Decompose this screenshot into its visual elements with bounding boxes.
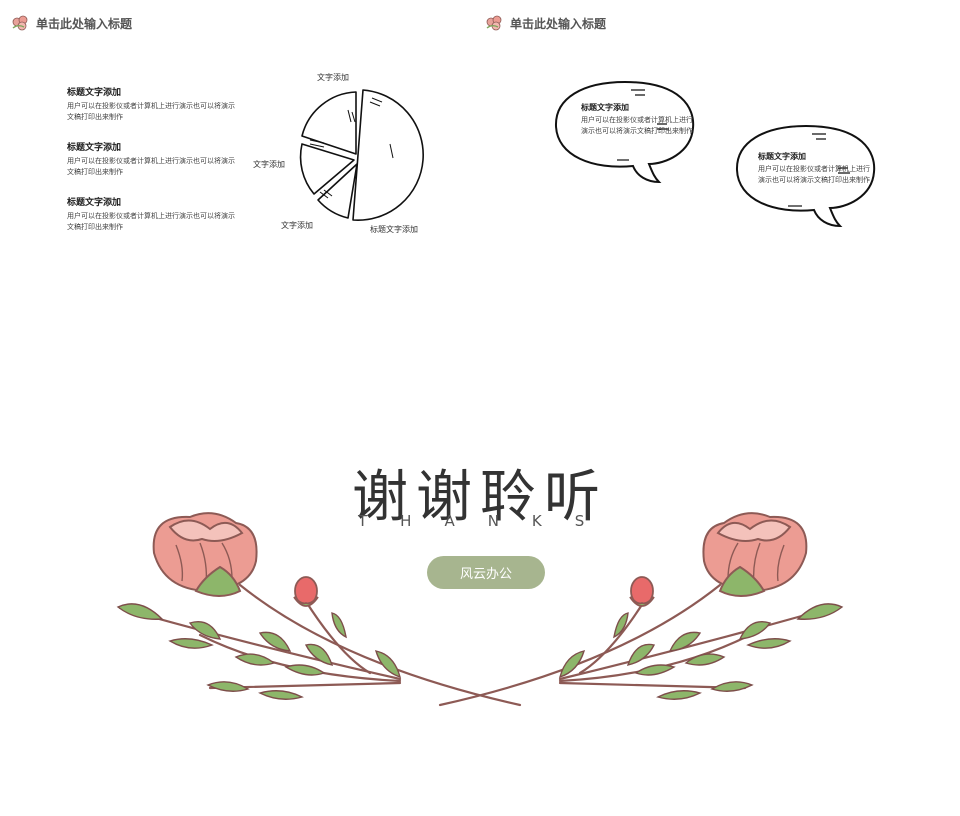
right-flower	[702, 512, 808, 597]
pie-label-top: 文字添加	[317, 73, 349, 82]
text-block-body: 用户可以在投影仪或者计算机上进行演示也可以将演示文稿打印出来制作	[67, 157, 235, 176]
pie-label-left: 文字添加	[253, 160, 285, 169]
text-block-title: 标题文字添加	[67, 88, 122, 98]
slide-header-right: 单击此处输入标题	[484, 14, 606, 32]
speech-bubble-2	[735, 124, 876, 228]
bubble-body: 用户可以在投影仪或者计算机上进行演示也可以将演示文稿打印出来制作	[758, 165, 870, 184]
text-block-body: 用户可以在投影仪或者计算机上进行演示也可以将演示文稿打印出来制作	[67, 212, 235, 231]
left-bud	[293, 576, 319, 607]
pie-slice-top	[301, 91, 357, 155]
text-block-title: 标题文字添加	[67, 198, 122, 208]
bubble-text-2: 标题文字添加 用户可以在投影仪或者计算机上进行演示也可以将演示文稿打印出来制作	[758, 151, 873, 186]
left-flower	[152, 512, 258, 597]
bubble-title: 标题文字添加	[758, 151, 806, 161]
pie-slice-middle	[299, 143, 355, 195]
right-bud	[629, 576, 655, 607]
speech-bubble-1	[554, 80, 695, 184]
floral-wreath	[116, 512, 844, 707]
thanks-title: 谢谢聆听	[352, 465, 608, 530]
text-block-2: 标题文字添加 用户可以在投影仪或者计算机上进行演示也可以将演示文稿打印出来制作	[67, 142, 237, 178]
flower-icon	[12, 15, 28, 31]
thanks-subtitle: THANKS	[358, 512, 618, 530]
text-block-title: 标题文字添加	[67, 143, 122, 153]
pie-illustration	[299, 89, 424, 221]
bubble-title: 标题文字添加	[581, 102, 629, 112]
bubble-body: 用户可以在投影仪或者计算机上进行演示也可以将演示文稿打印出来制作	[581, 116, 693, 135]
bubble-text-1: 标题文字添加 用户可以在投影仪或者计算机上进行演示也可以将演示文稿打印出来制作	[581, 102, 696, 137]
pie-slice-large	[352, 89, 424, 221]
flower-icon	[486, 15, 502, 31]
pie-slice-bottom	[317, 163, 358, 219]
slide-header-left: 单击此处输入标题	[10, 14, 132, 32]
header-title: 单击此处输入标题	[510, 16, 607, 31]
pie-label-bottom-right: 标题文字添加	[370, 225, 418, 234]
text-block-3: 标题文字添加 用户可以在投影仪或者计算机上进行演示也可以将演示文稿打印出来制作	[67, 197, 237, 233]
text-block-1: 标题文字添加 用户可以在投影仪或者计算机上进行演示也可以将演示文稿打印出来制作	[67, 87, 237, 123]
pie-label-bottom-left: 文字添加	[281, 221, 313, 230]
company-button[interactable]: 风云办公	[427, 556, 545, 589]
header-title: 单击此处输入标题	[36, 16, 133, 31]
text-block-body: 用户可以在投影仪或者计算机上进行演示也可以将演示文稿打印出来制作	[67, 102, 235, 121]
